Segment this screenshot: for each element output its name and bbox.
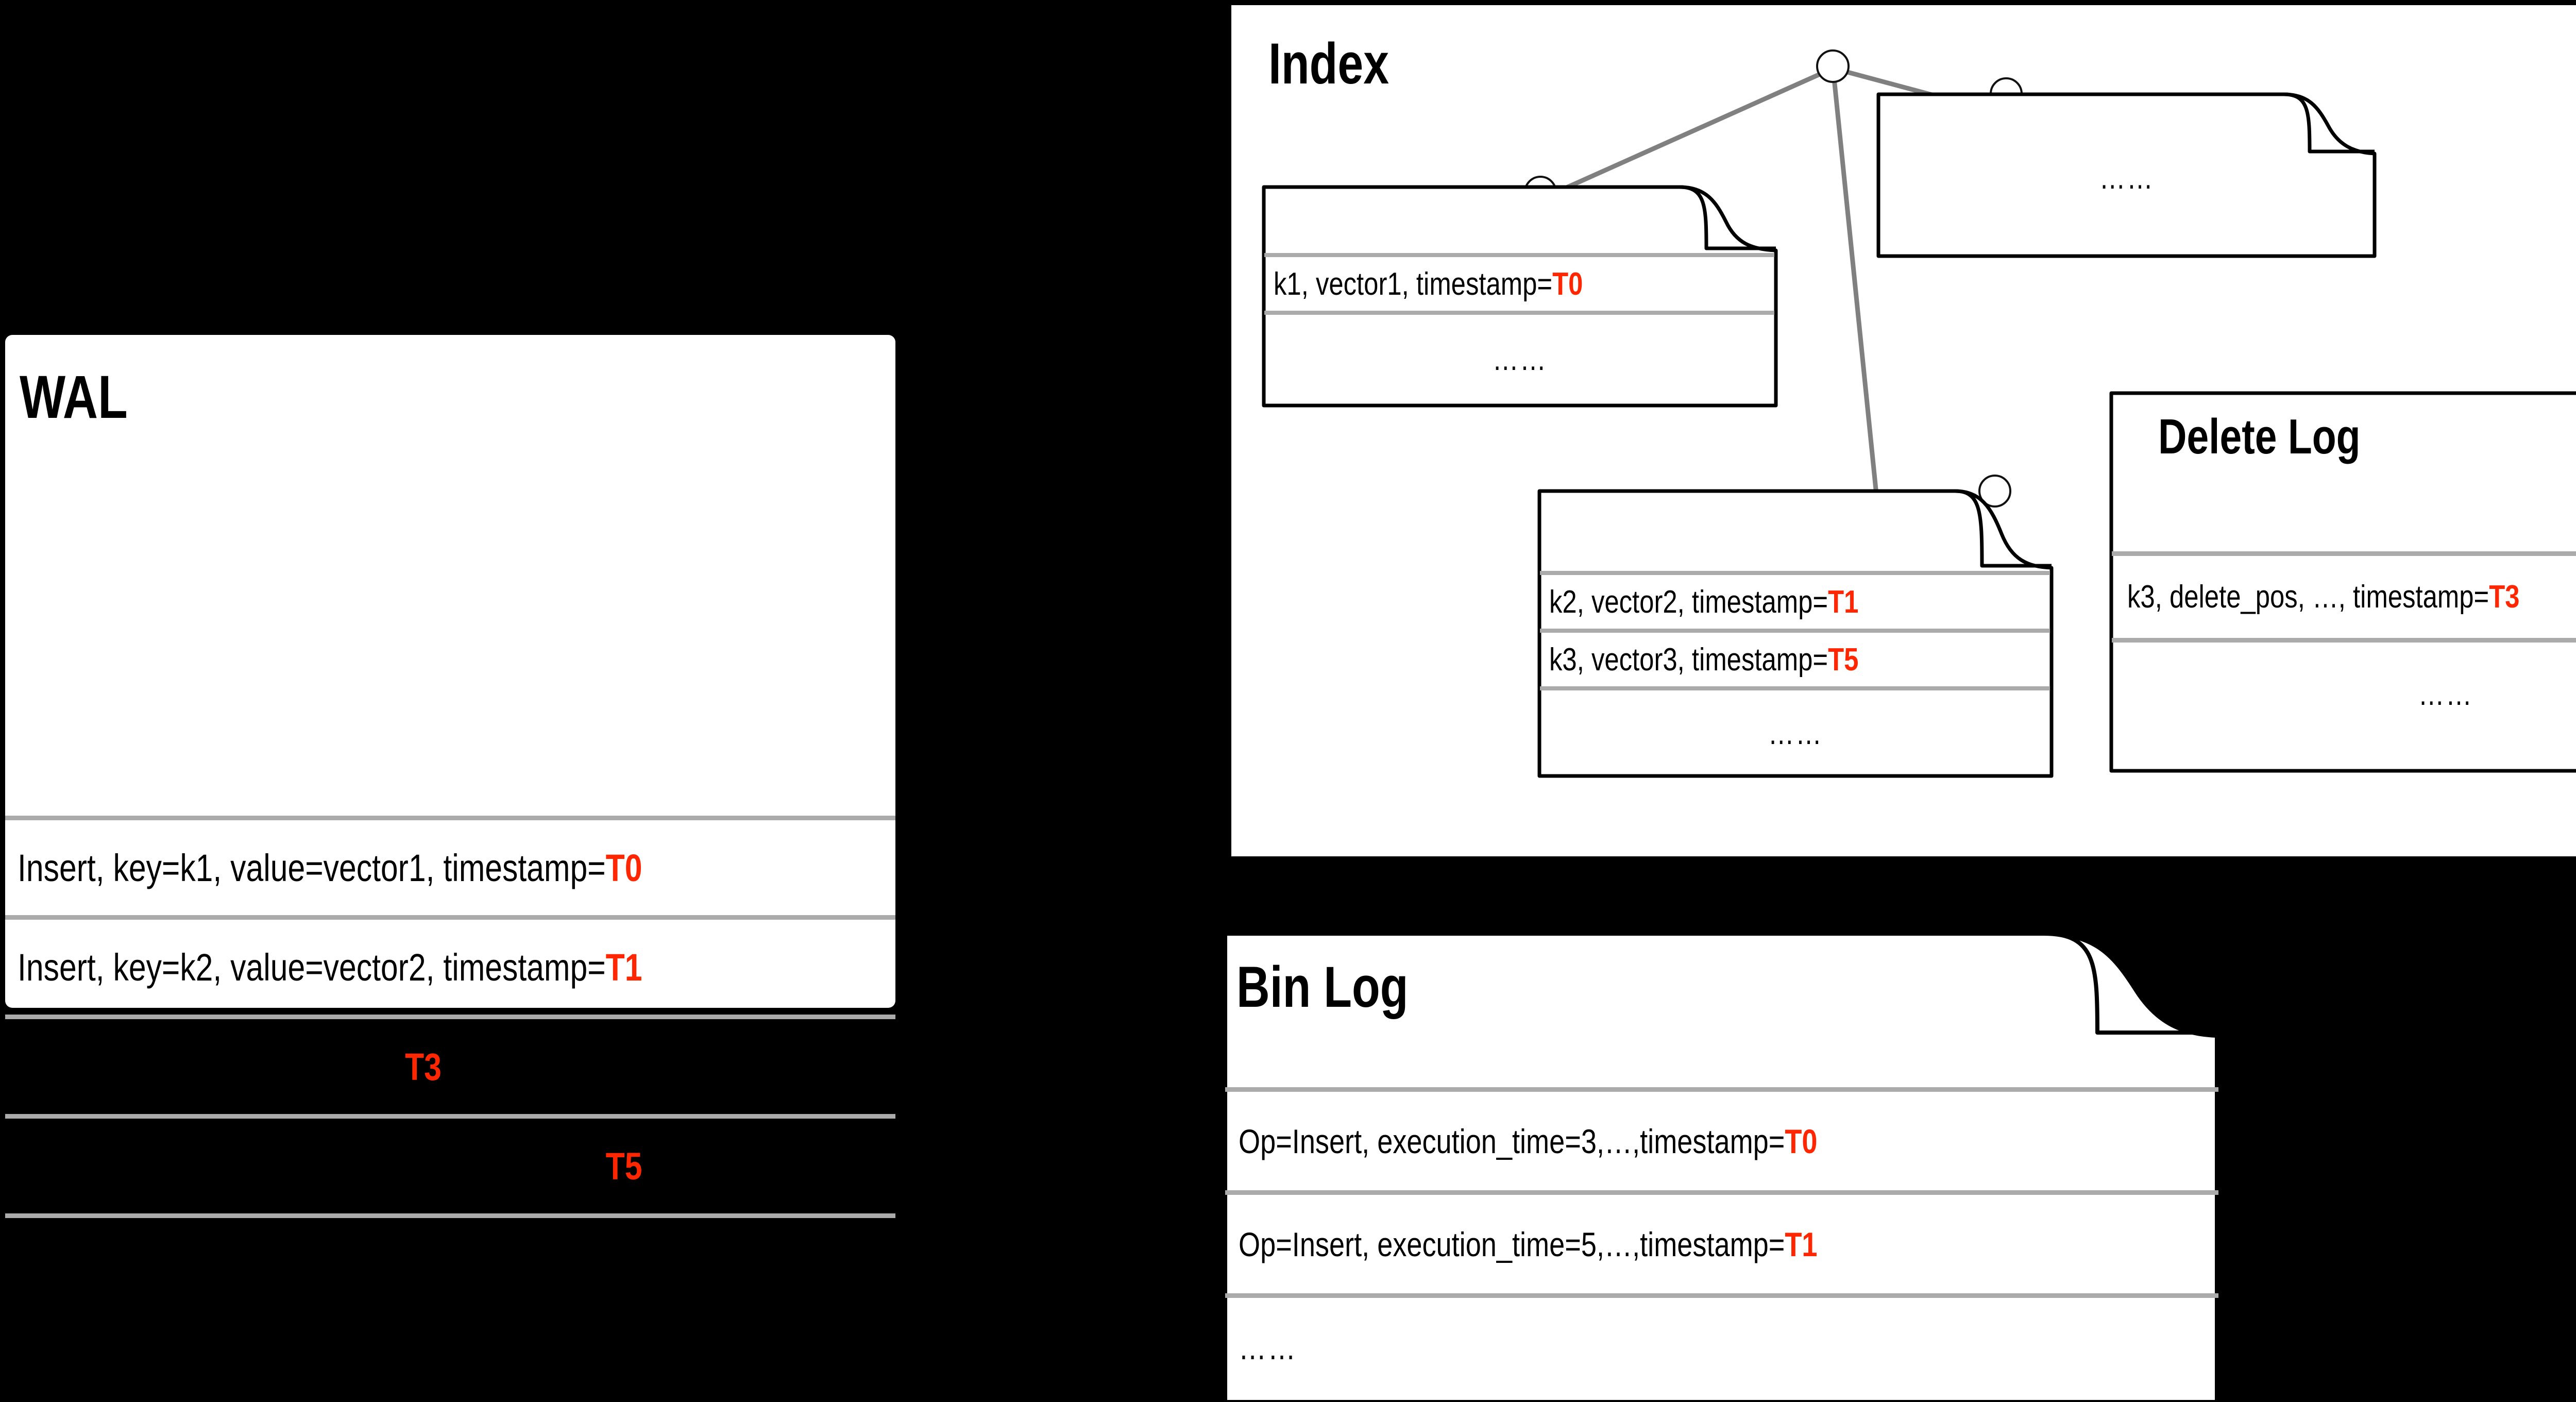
index-card-ellipsis-row: …… [1538, 690, 2053, 776]
index-card-row-timestamp: T5 [1828, 641, 1859, 678]
delete-log-title: Delete Log [2158, 409, 2361, 464]
wal-separator [5, 1213, 895, 1218]
index-card-row: k2, vector2, timestamp=T1 [1549, 575, 2044, 629]
index-card-row-timestamp: T1 [1828, 584, 1859, 620]
wal-row-text: Delete, key=k1, timestamp= [18, 1045, 405, 1088]
index-card-ellipsis-row: …… [1262, 315, 1777, 403]
bin-log-separator [1225, 1087, 2218, 1092]
index-card-ellipsis-row: …… [1877, 139, 2377, 216]
index-panel: Index k1, vector1, timestamp=T0 …… [1231, 5, 2576, 856]
wal-row-text: …… [18, 1244, 83, 1287]
wal-row-timestamp: T0 [605, 846, 642, 889]
delete-log-row: k3, delete_pos, …, timestamp=T3 [2127, 556, 2576, 638]
bin-log-row: Op=Insert, execution_time=5,…,timestamp=… [1239, 1195, 2212, 1293]
bin-log-row-text: …… [1239, 1328, 1297, 1366]
bin-log-title: Bin Log [1236, 955, 1409, 1019]
bin-log-row: …… [1239, 1298, 2212, 1396]
index-card-row: k3, vector3, timestamp=T5 [1549, 633, 2044, 686]
wal-panel: WAL Insert, key=k1, value=vector1, times… [5, 335, 895, 1287]
card-separator [1540, 571, 2050, 575]
bin-log-row-text: Op=Insert, execution_time=5,…,timestamp= [1239, 1225, 1785, 1263]
wal-separator [5, 1114, 895, 1119]
wal-row-timestamp: T3 [405, 1045, 442, 1088]
wal-row-text: Insert, key=k3, value=vector3, timestamp… [18, 1144, 606, 1188]
index-card-row-timestamp: T0 [1552, 266, 1583, 302]
index-card-row-text: k1, vector1, timestamp= [1274, 266, 1553, 302]
wal-row-timestamp: T5 [605, 1144, 642, 1188]
index-card-ellipsis: …… [1768, 715, 1823, 751]
tree-node-root[interactable] [1816, 49, 1850, 83]
wal-separator [5, 915, 895, 920]
card-separator [1540, 629, 2050, 633]
index-card-ellipsis: …… [1492, 341, 1548, 377]
index-card-k1: k1, vector1, timestamp=T0 …… [1262, 185, 1778, 408]
bin-log-separator [1225, 1293, 2218, 1298]
delete-log-card: Delete Log k3, delete_pos, …, timestamp=… [2109, 391, 2576, 773]
wal-row: Insert, key=k2, value=vector2, timestamp… [18, 920, 888, 1015]
wal-row-text: Insert, key=k1, value=vector1, timestamp… [18, 846, 606, 889]
wal-separator [5, 1015, 895, 1019]
card-separator [2112, 551, 2576, 556]
index-card-ellipsis: …… [2099, 160, 2155, 196]
bin-log-row: Op=Insert, execution_time=3,…,timestamp=… [1239, 1092, 2212, 1190]
card-separator [1264, 311, 1774, 315]
bin-log-row-timestamp: T0 [1785, 1122, 1818, 1160]
delete-log-row-timestamp: T3 [2489, 579, 2520, 615]
card-separator [2112, 638, 2576, 643]
wal-row: Delete, key=k1, timestamp=T3 [18, 1019, 888, 1114]
bin-log-separator [1225, 1190, 2218, 1195]
card-separator [1264, 253, 1774, 257]
delete-log-ellipsis-row: …… [2110, 643, 2576, 746]
bin-log-row-text: Op=Insert, execution_time=3,…,timestamp= [1239, 1122, 1785, 1160]
wal-title: WAL [20, 363, 128, 431]
index-card-right: …… [1876, 92, 2377, 258]
index-title: Index [1268, 31, 1389, 96]
wal-separator [5, 816, 895, 820]
wal-row: Insert, key=k3, value=vector3, timestamp… [18, 1119, 888, 1213]
wal-row-text: Insert, key=k2, value=vector2, timestamp… [18, 945, 606, 989]
index-card-row-text: k2, vector2, timestamp= [1549, 584, 1828, 620]
delete-log-row-text: k3, delete_pos, …, timestamp= [2127, 579, 2489, 615]
bin-log-panel: Bin Log Op=Insert, execution_time=3,…,ti… [1223, 932, 2222, 1402]
delete-log-ellipsis: …… [2418, 676, 2473, 712]
tree-node-middle[interactable] [1978, 475, 2011, 508]
wal-row: …… [18, 1218, 888, 1313]
card-separator [1540, 686, 2050, 690]
index-card-row-text: k3, vector3, timestamp= [1549, 641, 1828, 678]
bin-log-row-timestamp: T1 [1785, 1225, 1818, 1263]
index-card-k2-k3: k2, vector2, timestamp=T1 k3, vector3, t… [1537, 489, 2054, 778]
wal-row-timestamp: T1 [605, 945, 642, 989]
index-card-row: k1, vector1, timestamp=T0 [1274, 257, 1768, 311]
wal-row: Insert, key=k1, value=vector1, timestamp… [18, 820, 888, 915]
tree-edge-root-left [1552, 66, 1834, 196]
